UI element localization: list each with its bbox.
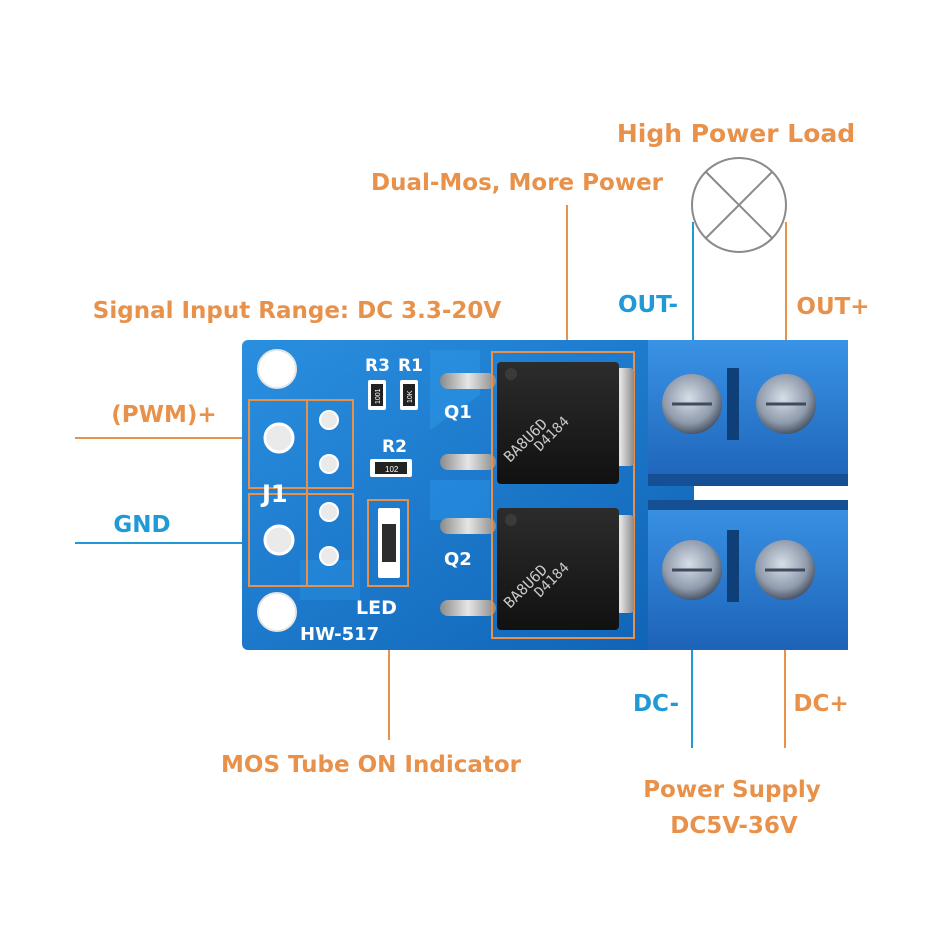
r2-label: R2 (382, 437, 407, 457)
label-dc-plus: DC+ (793, 691, 848, 717)
label-power-supply: Power Supply (643, 777, 821, 803)
label-pwm: (PWM)+ (111, 402, 216, 428)
terminal-out (648, 340, 848, 486)
pin-pwm (263, 422, 295, 454)
q1-label: Q1 (444, 402, 472, 423)
q2-label: Q2 (444, 549, 472, 570)
r1-label: R1 (398, 356, 423, 376)
pin-gnd (263, 524, 295, 556)
mount-hole-bottom (257, 592, 297, 632)
label-dc-minus: DC- (633, 691, 679, 717)
mosfet-q1: D4184 BA8U6D (497, 362, 634, 484)
label-signal-range: Signal Input Range: DC 3.3-20V (93, 298, 502, 324)
label-gnd: GND (113, 512, 170, 538)
led-label: LED (356, 597, 397, 619)
mos-highlight (491, 351, 635, 639)
annotations: High Power Load Dual-Mos, More Power Sig… (93, 119, 870, 839)
mosfet-q2: D4184 BA8U6D (497, 508, 634, 630)
terminal-dc (648, 500, 848, 650)
lamp-symbol (691, 157, 787, 253)
label-out-minus: OUT- (618, 292, 678, 318)
label-power-supply-range: DC5V-36V (670, 813, 798, 839)
pcb-board: J1 R3 R1 1001 10K R2 102 LED HW-517 Q1 Q… (242, 340, 694, 650)
label-high-power-load: High Power Load (617, 119, 855, 148)
led-outline (367, 499, 409, 587)
label-out-plus: OUT+ (796, 294, 869, 320)
r3-code: 1001 (375, 388, 382, 404)
r2-code: 102 (385, 465, 399, 474)
r3-label: R3 (365, 356, 390, 376)
label-mos-indicator: MOS Tube ON Indicator (221, 752, 522, 778)
j1-label: J1 (260, 480, 288, 508)
mount-hole-top (257, 349, 297, 389)
label-dual-mos: Dual-Mos, More Power (371, 170, 664, 196)
model-label: HW-517 (300, 624, 379, 645)
r1-code: 10K (407, 390, 414, 403)
